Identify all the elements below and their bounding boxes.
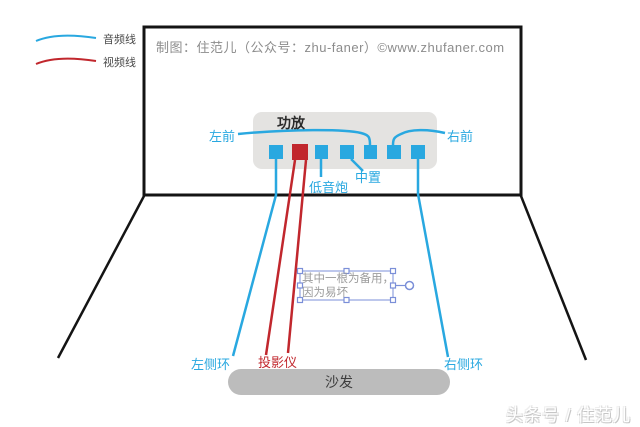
selection-handle-top-left[interactable] [296,267,304,275]
label-front-right: 右前 [447,129,474,144]
label-center: 中置 [355,170,382,185]
port-audio-6 [387,145,401,159]
watermark-text: 头条号 / 住范儿 [506,406,632,425]
selection-handle-bottom-right[interactable] [389,296,397,304]
selection-handle-top-mid[interactable] [343,267,350,275]
selection-handle-bottom-left[interactable] [296,296,304,304]
cable-surround-right [416,159,450,358]
selection-handle-mid-left[interactable] [296,282,304,289]
cable-surround-left [231,159,278,357]
port-audio-7 [411,145,425,159]
legend-audio-label: 音频线 [103,34,136,46]
legend-video-label: 视频线 [103,57,136,69]
cable-projector-spare [264,159,297,356]
floor-edge-left [56,195,146,359]
label-surround-left: 左侧环 [191,357,231,372]
annotation-textbox[interactable]: 其中一根为备用， 因为易坏 [302,272,394,300]
port-video-2 [292,144,308,160]
legend-video-line-icon [35,57,97,65]
cable-front-right [391,128,446,146]
cable-center [350,158,364,172]
sofa-label: 沙发 [325,374,353,390]
annotation-line-1: 其中一根为备用， [302,273,394,285]
label-front-left: 左前 [209,129,236,144]
cable-front-left [237,128,372,146]
port-audio-1 [269,145,283,159]
credit-text: 制图：住范儿（公众号：zhu-faner）©www.zhufaner.com [156,40,505,55]
port-audio-4 [340,145,354,159]
selection-handle-top-right[interactable] [389,267,397,275]
annotation-connector-handle[interactable] [404,280,415,291]
annotation-line-2: 因为易坏 [302,287,348,299]
selection-handle-mid-right[interactable] [389,282,397,289]
cable-projector [286,159,308,354]
sofa-shape: 沙发 [228,369,450,395]
port-audio-5 [364,145,377,159]
port-audio-3 [315,145,328,159]
label-subwoofer: 低音炮 [309,180,349,195]
floor-edge-right [519,195,588,361]
label-surround-right: 右侧环 [444,357,484,372]
legend-audio-line-icon [35,34,97,42]
label-projector: 投影仪 [258,355,298,370]
selection-handle-bottom-mid[interactable] [343,296,350,304]
amplifier-label: 功放 [277,115,305,131]
